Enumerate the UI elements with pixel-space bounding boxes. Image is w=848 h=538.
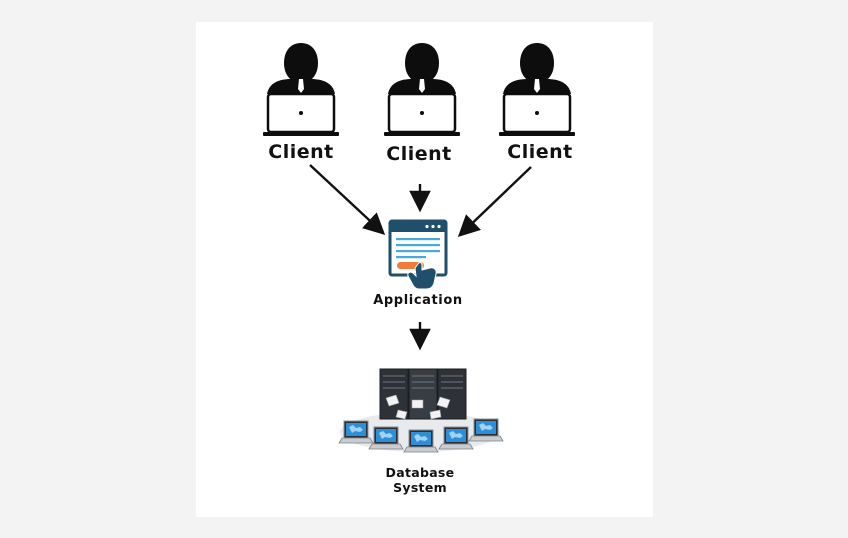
client-label-2: Client	[386, 143, 452, 165]
laptop-network-icon	[338, 420, 374, 444]
client-1	[261, 41, 341, 138]
application-window-icon	[388, 219, 448, 277]
person-icon	[382, 41, 462, 138]
database-label-line1: Database	[385, 465, 455, 480]
client-label-3: Client	[507, 141, 573, 163]
laptop-network-icon	[368, 426, 404, 450]
server-rack-icon	[379, 368, 467, 420]
client-2	[382, 41, 462, 138]
arrow-client1-to-app	[309, 164, 386, 235]
laptop-network-icon	[468, 418, 504, 442]
database-label: Database System	[370, 465, 470, 495]
pointing-hand-icon	[407, 262, 437, 290]
person-icon	[261, 41, 341, 138]
application-label: Application	[373, 293, 463, 308]
database-label-line2: System	[393, 480, 447, 495]
laptop-network-icon	[438, 426, 474, 450]
arrow-client3-to-app	[457, 166, 532, 237]
laptop-network-icon	[403, 429, 439, 453]
client-3	[497, 41, 577, 138]
person-icon	[497, 41, 577, 138]
client-label-1: Client	[268, 141, 334, 163]
database-illustration	[338, 368, 504, 453]
